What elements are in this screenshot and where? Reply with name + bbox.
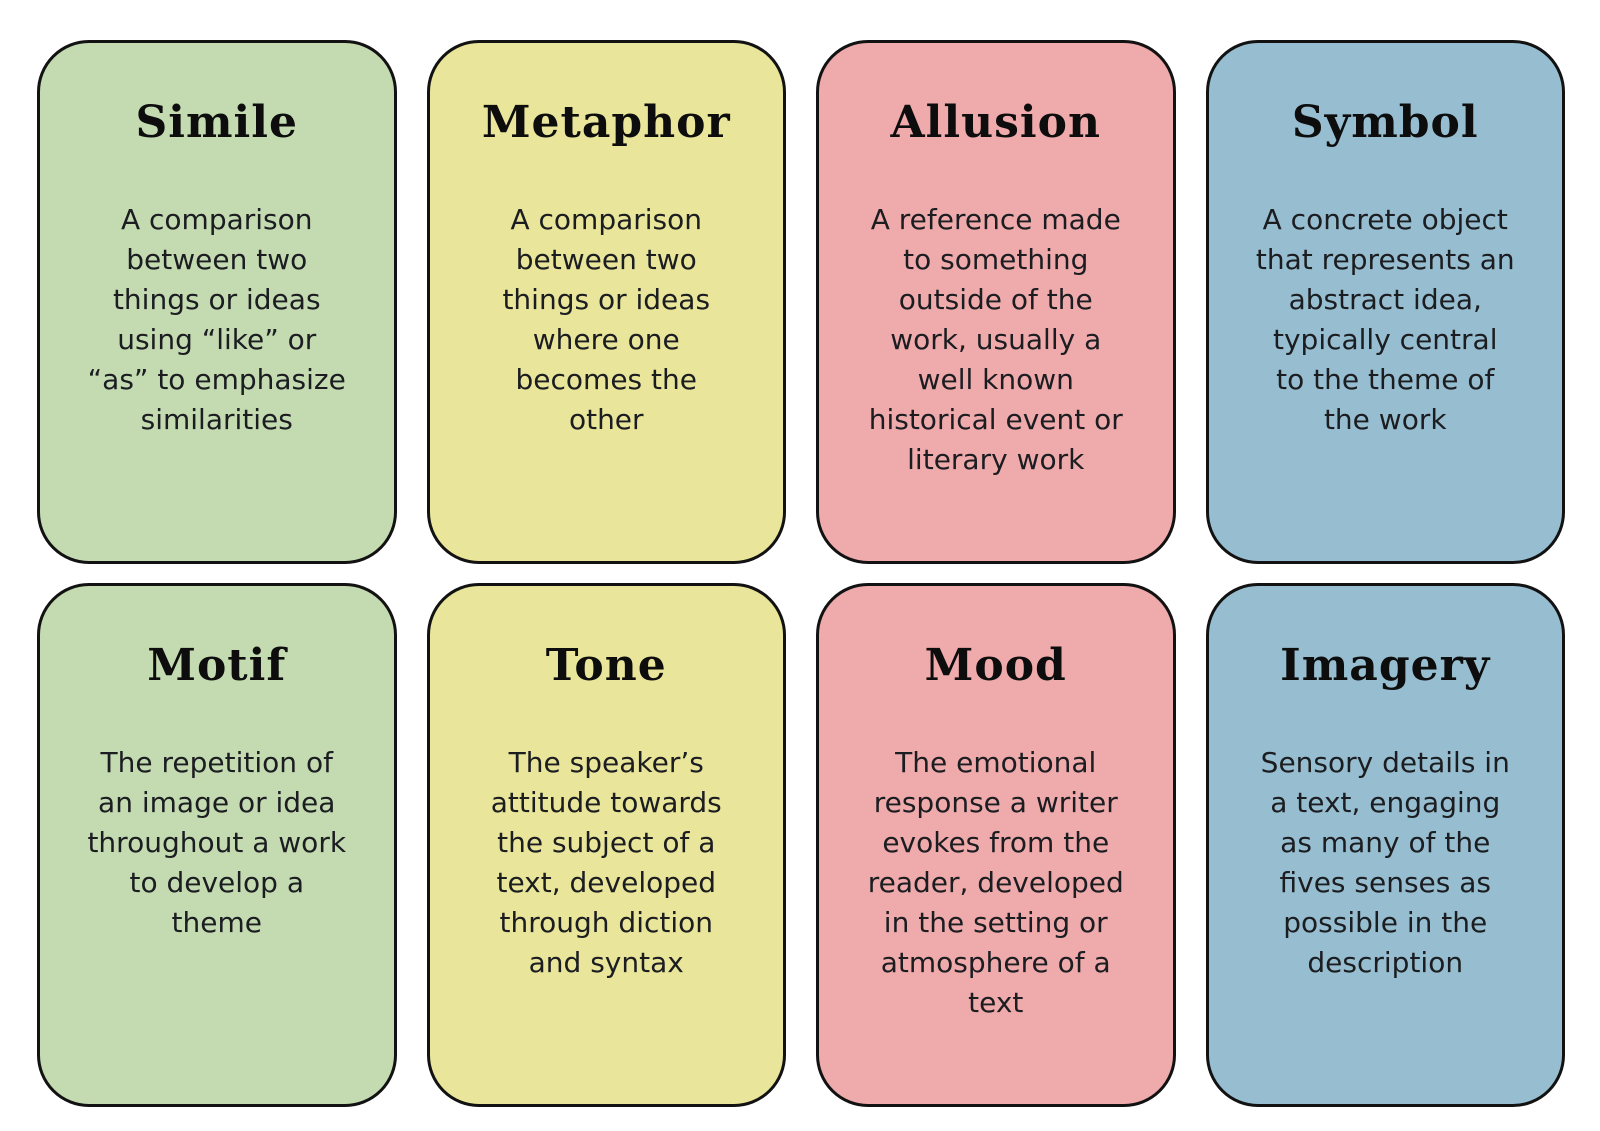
card-title-symbol: Symbol [1291, 97, 1479, 148]
card-description-motif: The repetition of an image or idea throu… [87, 746, 347, 940]
card-title-motif: Motif [147, 640, 287, 691]
card-description-allusion: A reference made to something outside of… [868, 203, 1123, 477]
card-title-tone: Tone [545, 640, 667, 691]
card-title-metaphor: Metaphor [481, 97, 731, 148]
card-mood: Mood The emotional response a writer evo… [816, 583, 1176, 1107]
card-title-simile: Simile [135, 97, 298, 148]
card-description-tone: The speaker’s attitude towards the subje… [490, 746, 722, 980]
card-description-symbol: A concrete object that represents an abs… [1255, 203, 1515, 437]
card-tone: Tone The speaker’s attitude towards the … [426, 583, 786, 1107]
card-simile: Simile A comparison between two things o… [37, 40, 397, 564]
card-metaphor: Metaphor A comparison between two things… [426, 40, 786, 564]
card-description-mood: The emotional response a writer evokes f… [867, 746, 1124, 1020]
card-title-imagery: Imagery [1280, 640, 1491, 691]
card-allusion: Allusion A reference made to something o… [816, 40, 1176, 564]
card-motif: Motif The repetition of an image or idea… [37, 583, 397, 1107]
card-description-metaphor: A comparison between two things or ideas… [502, 203, 711, 437]
card-symbol: Symbol A concrete object that represents… [1205, 40, 1565, 564]
card-title-mood: Mood [924, 640, 1067, 691]
card-imagery: Imagery Sensory details in a text, engag… [1205, 583, 1565, 1107]
card-description-simile: A comparison between two things or ideas… [87, 203, 346, 437]
card-title-allusion: Allusion [890, 97, 1101, 148]
card-description-imagery: Sensory details in a text, engaging as m… [1260, 746, 1510, 980]
